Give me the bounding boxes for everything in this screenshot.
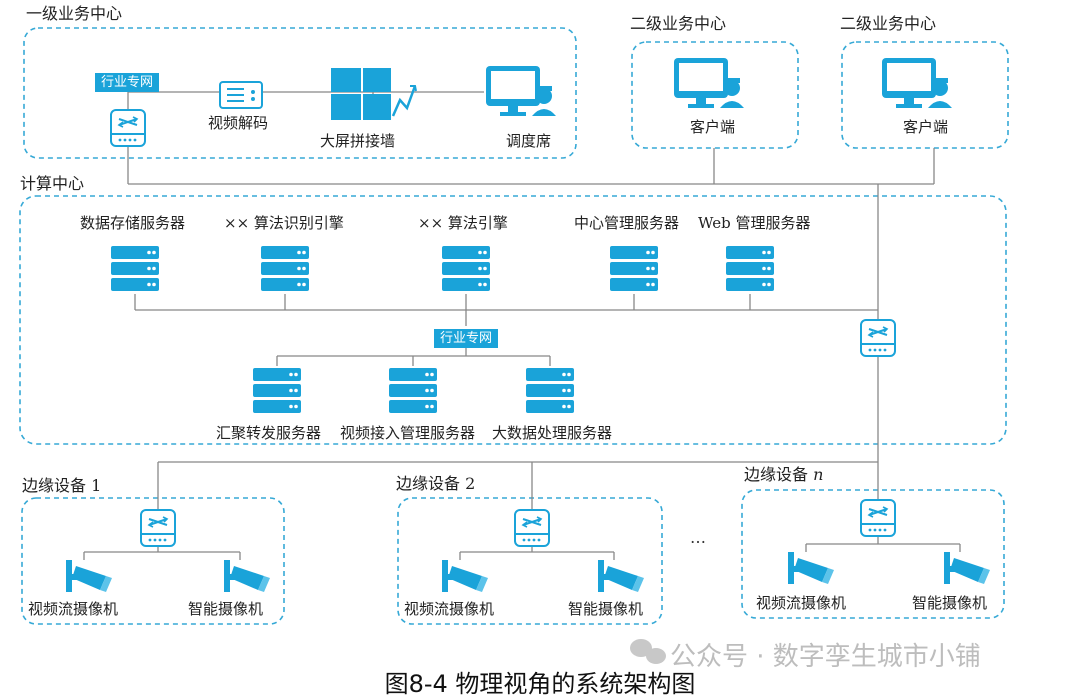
compute-title: 计算中心 [20, 174, 85, 193]
storage-server-icon [111, 246, 159, 291]
algo-engine-server-icon [442, 246, 490, 291]
more-edges-ellipsis: … [690, 528, 706, 547]
edgen-title: 边缘设备 n [744, 467, 823, 483]
server-label-storage: 数据存储服务器 [80, 214, 186, 232]
edge1-stream-camera-label: 视频流摄像机 [28, 600, 119, 618]
edge1-smart-camera-icon [224, 560, 270, 592]
dispatch-console-icon [486, 66, 556, 116]
tier2a-client-label: 客户端 [690, 118, 736, 136]
edgen-switch-icon [860, 499, 896, 537]
web-mgmt-server-icon [726, 246, 774, 291]
edge1-stream-camera-icon [66, 560, 112, 592]
edgen-smart-camera-icon [944, 552, 990, 584]
edge2-title: 边缘设备 2 [396, 474, 476, 493]
compute-zone [19, 195, 1007, 445]
edgen-zone [741, 489, 1005, 619]
video-wall-label: 大屏拼接墙 [320, 132, 396, 150]
algo-recognition-server-icon [261, 246, 309, 291]
edgen-smart-camera-label: 智能摄像机 [912, 594, 988, 612]
edge2-smart-camera-label: 智能摄像机 [568, 600, 644, 618]
decoder-label: 视频解码 [208, 114, 269, 132]
server-label-central-mgmt: 中心管理服务器 [574, 214, 680, 232]
edge2-smart-camera-icon [598, 560, 644, 592]
video-decoder-icon [219, 81, 263, 109]
server-label-web-mgmt: Web 管理服务器 [698, 214, 811, 232]
tier1-private-net-tag: 行业专网 [95, 73, 160, 92]
dispatch-label: 调度席 [506, 132, 552, 150]
edgen-title-var: n [813, 465, 824, 484]
tier2a-title: 二级业务中心 [630, 14, 727, 33]
server-label-algo-engine: ×× 算法引擎 [418, 214, 508, 232]
tier2a-client-icon [674, 58, 744, 108]
tier1-title: 一级业务中心 [26, 4, 123, 23]
compute-private-net-tag: 行业专网 [434, 329, 499, 348]
tier2b-client-label: 客户端 [903, 118, 949, 136]
compute-switch-icon [860, 319, 896, 357]
edge1-switch-icon [140, 509, 176, 547]
server-label-relay: 汇聚转发服务器 [216, 424, 322, 442]
edge1-zone [21, 497, 285, 625]
edgen-stream-camera-icon [788, 552, 834, 584]
server-label-bigdata: 大数据处理服务器 [492, 424, 613, 442]
tier2a-zone [631, 41, 799, 149]
tier1-switch-icon [110, 109, 146, 147]
tier2b-zone [841, 41, 1009, 149]
edge2-stream-camera-icon [442, 560, 488, 592]
edge2-stream-camera-label: 视频流摄像机 [404, 600, 495, 618]
server-label-algo-recognition: ×× 算法识别引擎 [224, 214, 344, 232]
bigdata-server-icon [526, 368, 574, 413]
tier2b-title: 二级业务中心 [840, 14, 937, 33]
watermark: 公众号 · 数字孪生城市小铺 [670, 642, 981, 672]
wechat-icon [630, 639, 666, 664]
server-label-video-access: 视频接入管理服务器 [340, 424, 476, 442]
central-mgmt-server-icon [610, 246, 658, 291]
video-wall-icon [331, 68, 417, 120]
edgen-stream-camera-label: 视频流摄像机 [756, 594, 847, 612]
edge1-title: 边缘设备 1 [22, 476, 102, 495]
tier1-zone [23, 27, 577, 159]
figure-caption: 图8-4 物理视角的系统架构图 [384, 670, 696, 698]
edge2-zone [397, 497, 663, 625]
tier2b-client-icon [882, 58, 952, 108]
video-access-server-icon [389, 368, 437, 413]
edge2-switch-icon [514, 509, 550, 547]
edge1-smart-camera-label: 智能摄像机 [188, 600, 264, 618]
relay-server-icon [253, 368, 301, 413]
edgen-title-prefix: 边缘设备 [744, 465, 814, 484]
